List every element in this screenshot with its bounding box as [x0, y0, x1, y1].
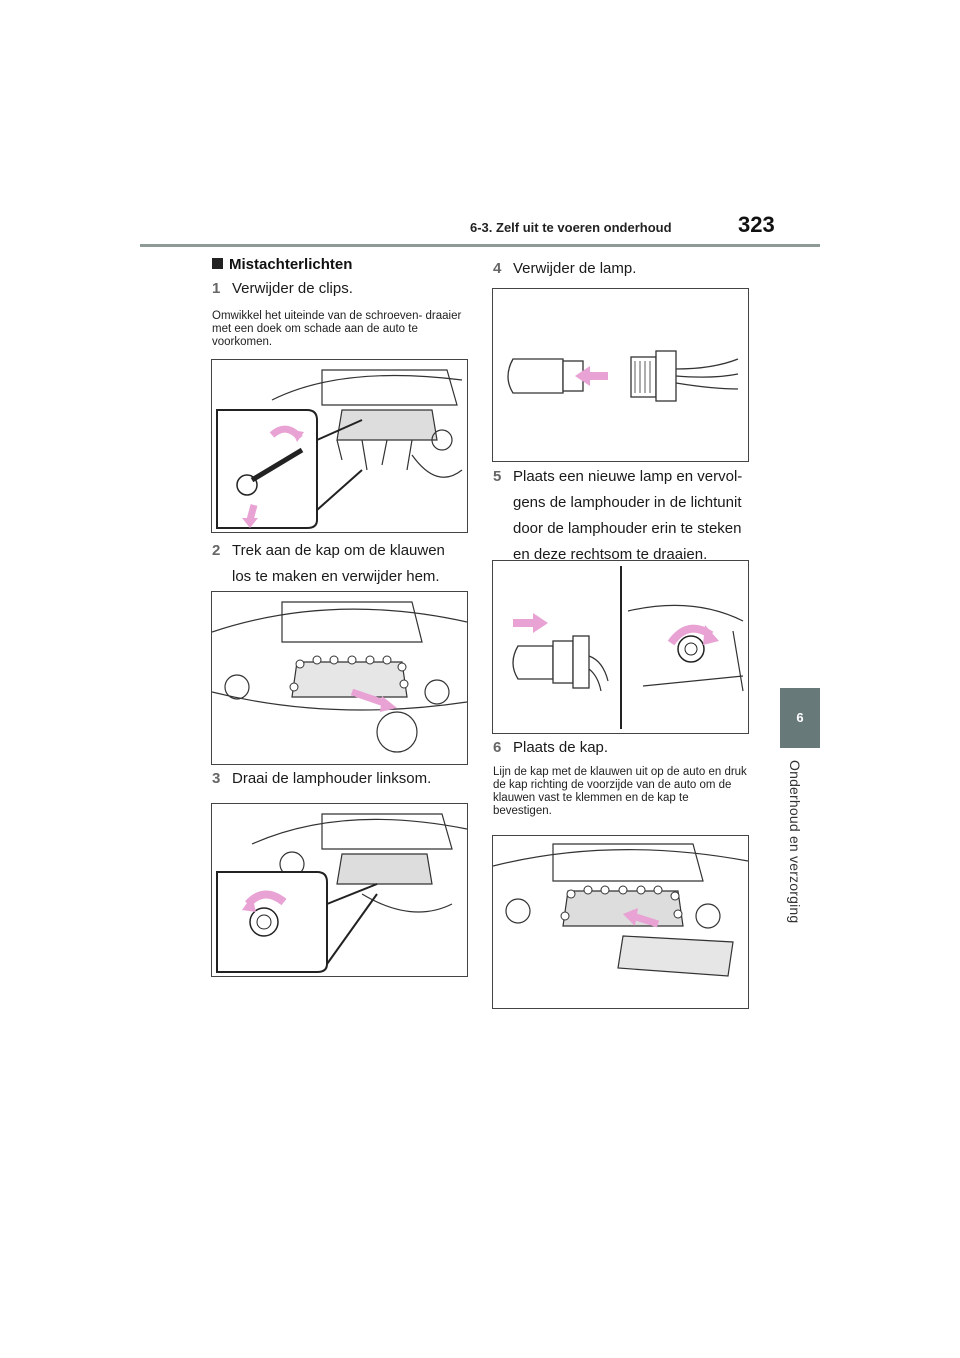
heading-text: Mistachterlichten: [229, 256, 353, 273]
step-6-note: Lijn de kap met de klauwen uit op de aut…: [493, 766, 747, 817]
step-text: Plaats een nieuwe lamp en vervol- gens d…: [513, 468, 743, 563]
header-rule: [140, 244, 820, 247]
chapter-title: Onderhoud en verzorging: [787, 760, 803, 924]
step-number: 2: [212, 542, 221, 559]
chapter-tab: 6: [780, 688, 820, 748]
step-1-note: Omwikkel het uiteinde van de schroeven- …: [212, 310, 462, 348]
step-5: 5 Plaats een nieuwe lamp en vervol- gens …: [493, 464, 753, 568]
step-number: 1: [212, 280, 221, 297]
chapter-number: 6: [796, 710, 804, 725]
section-heading: Mistachterlichten: [212, 256, 352, 273]
figure-install-bulb: [492, 560, 749, 734]
step-number: 6: [493, 739, 502, 756]
step-text: Verwijder de clips.: [232, 280, 353, 297]
figure-remove-clips: [211, 359, 468, 533]
step-text: Plaats de kap.: [513, 739, 609, 756]
step-text: Verwijder de lamp.: [513, 260, 637, 277]
step-4: 4 Verwijder de lamp.: [493, 256, 753, 282]
step-6: 6 Plaats de kap.: [493, 735, 753, 761]
figure-remove-bulb: [492, 288, 749, 462]
step-1: 1 Verwijder de clips.: [212, 276, 472, 302]
figure-remove-cover: [211, 591, 468, 765]
step-number: 4: [493, 260, 502, 277]
step-text: Trek aan de kap om de klauwen los te mak…: [232, 542, 445, 585]
step-number: 5: [493, 468, 502, 485]
figure-rotate-holder: [211, 803, 468, 977]
figure-install-cover: [492, 835, 749, 1009]
square-bullet-icon: [212, 258, 223, 269]
section-title: 6-3. Zelf uit te voeren onderhoud: [470, 220, 672, 235]
step-3: 3 Draai de lamphouder linksom.: [212, 766, 472, 792]
step-text: Draai de lamphouder linksom.: [232, 770, 432, 787]
page-number: 323: [738, 212, 775, 237]
step-2: 2 Trek aan de kap om de klauwen los te ma…: [212, 538, 472, 590]
step-number: 3: [212, 770, 221, 787]
